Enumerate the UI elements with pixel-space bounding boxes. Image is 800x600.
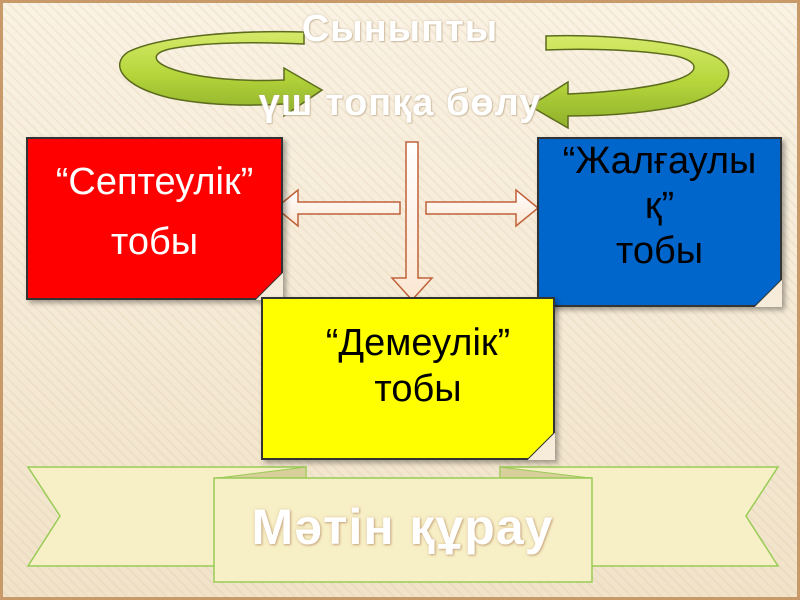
banner-label: Мәтін құрау <box>251 499 554 555</box>
group-right-name-part2: қ” <box>644 184 675 227</box>
arrow-down <box>390 141 434 302</box>
group-card-left: “Септеулік” тобы <box>26 137 283 300</box>
arrow-right <box>425 188 540 228</box>
group-card-center: “Демеулік” тобы <box>261 297 555 460</box>
ribbon-banner <box>26 466 780 583</box>
title-line-1: Сыныпты <box>301 8 499 50</box>
group-left-name: “Септеулік” <box>55 161 254 203</box>
group-card-right: “Жалғаулы қ” тобы <box>537 137 782 307</box>
page-curl-icon <box>255 272 283 300</box>
group-left-suffix: тобы <box>110 220 199 263</box>
group-right-suffix: тобы <box>615 229 704 272</box>
group-right-name-part1: “Жалғаулы <box>562 140 757 182</box>
page-curl-icon <box>754 279 782 307</box>
title-line-2: үш топқа бөлу <box>258 82 542 124</box>
curved-arrow-left <box>118 30 324 118</box>
group-center-name: “Демеулік” <box>325 322 511 364</box>
arrow-left <box>274 188 401 228</box>
group-center-suffix: тобы <box>374 367 462 410</box>
page-curl-icon <box>527 432 555 460</box>
curved-arrow-right <box>528 34 730 130</box>
